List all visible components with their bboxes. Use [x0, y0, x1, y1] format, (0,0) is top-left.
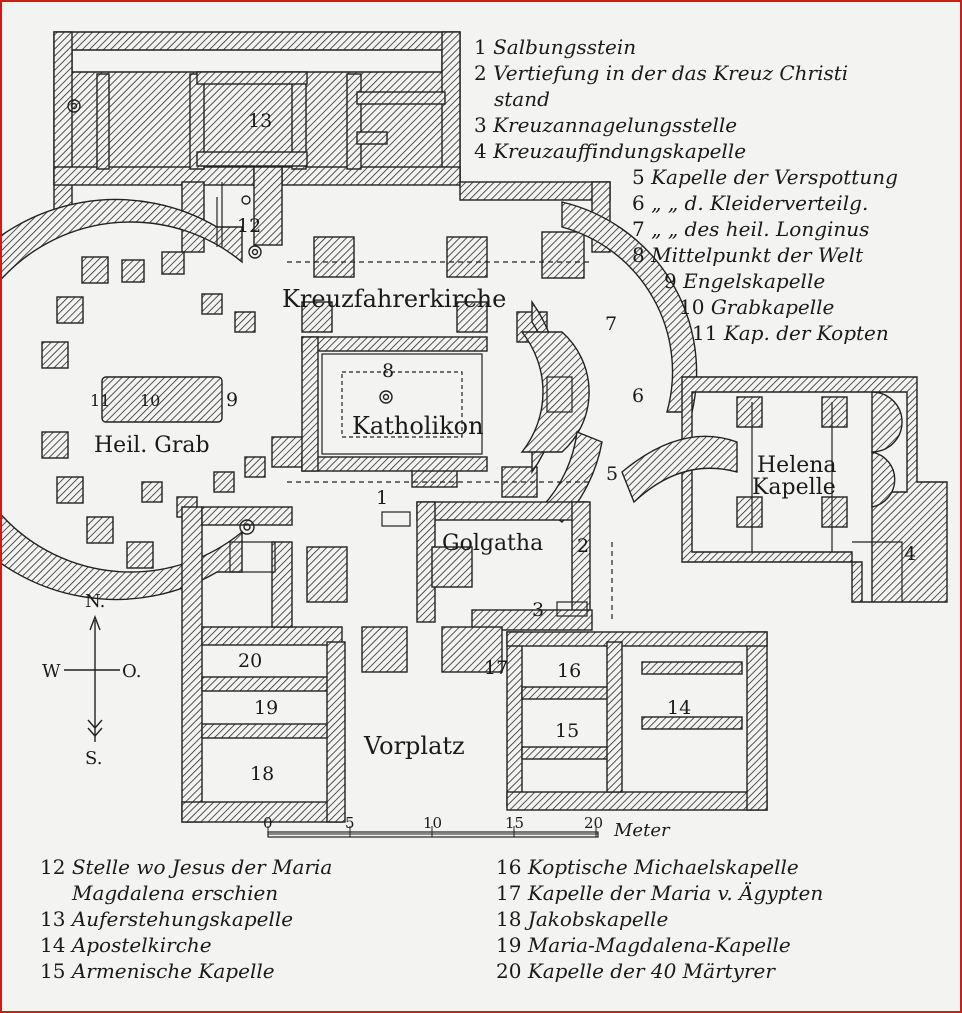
- legend-item: 1 Salbungsstein: [474, 35, 637, 59]
- plan-number: 13: [248, 110, 272, 132]
- legend-item: 14 Apostelkirche: [40, 933, 212, 957]
- legend-item: 17 Kapelle der Maria v. Ägypten: [496, 881, 824, 905]
- plan-number: 2: [577, 535, 589, 557]
- legend-item: 10 Grabkapelle: [679, 295, 835, 319]
- plan-number: 18: [250, 763, 274, 785]
- scale-tick: 15: [505, 814, 524, 832]
- legend-item: Magdalena erschien: [72, 881, 279, 905]
- markers: [67, 99, 393, 535]
- plan-number: 19: [254, 697, 278, 719]
- label-helena: Helena: [757, 453, 837, 478]
- legend-item: 8 Mittelpunkt der Welt: [632, 243, 864, 267]
- legend-item: 12 Stelle wo Jesus der Maria: [40, 855, 333, 879]
- plan-number: 1: [376, 487, 388, 509]
- plan-numbers: 1 2 3 4 5 6 7 8 9 10 11 12 13 14 15 16 1…: [90, 110, 916, 785]
- compass-south: S.: [85, 748, 102, 769]
- legend-item: 4 Kreuzauffindungskapelle: [474, 139, 747, 163]
- label-vorplatz: Vorplatz: [363, 732, 465, 760]
- plan-number: 10: [140, 391, 160, 410]
- plan-number: 3: [532, 599, 544, 621]
- plan-number: 15: [555, 720, 579, 742]
- interior-lines: [216, 182, 903, 622]
- scale-tick: 5: [345, 814, 355, 832]
- plan-number: 14: [667, 697, 691, 719]
- scale-tick: 20: [584, 814, 603, 832]
- legend-item: 7 „ „ des heil. Longinus: [632, 217, 870, 241]
- plan-number: 16: [557, 660, 581, 682]
- compass: N. S. W O.: [42, 591, 141, 769]
- label-kapelle: Kapelle: [752, 475, 836, 500]
- legend-item: 3 Kreuzannagelungsstelle: [474, 113, 738, 137]
- plan-number: 20: [238, 650, 262, 672]
- compass-north: N.: [85, 591, 105, 612]
- plan-number: 8: [382, 360, 394, 382]
- legend-item: 15 Armenische Kapelle: [40, 959, 275, 983]
- plan-number: 6: [632, 385, 644, 407]
- legend-bottom-right: 16 Koptische Michaelskapelle 17 Kapelle …: [496, 854, 823, 984]
- plan-number: 17: [484, 657, 508, 679]
- scale-bar: 0 5 10 15 20 Meter: [263, 814, 671, 841]
- south-feather-icon: [87, 719, 103, 738]
- legend-item: 9 Engelskapelle: [664, 269, 826, 293]
- legend-item: 18 Jakobskapelle: [496, 907, 669, 931]
- scale-tick: 10: [423, 814, 442, 832]
- walls: [2, 31, 948, 823]
- north-arrow-icon: [89, 615, 101, 631]
- plan-number: 5: [606, 463, 618, 485]
- label-heil-grab: Heil. Grab: [94, 433, 210, 458]
- plan-number: 12: [237, 215, 261, 237]
- legend-top: 1 Salbungsstein 2 Vertiefung in der das …: [474, 34, 898, 346]
- legend-item: 5 Kapelle der Verspottung: [632, 165, 898, 189]
- compass-east: O.: [122, 661, 141, 682]
- legend-bottom-left: 12 Stelle wo Jesus der Maria Magdalena e…: [40, 854, 332, 984]
- label-kreuzfahrerkirche: Kreuzfahrerkirche: [282, 285, 506, 313]
- legend-item: 16 Koptische Michaelskapelle: [496, 855, 799, 879]
- legend-item: 20 Kapelle der 40 Märtyrer: [496, 959, 775, 983]
- plan-number: 11: [90, 391, 110, 410]
- plan-number: 4: [904, 543, 916, 565]
- compass-west: W: [42, 661, 61, 682]
- label-golgatha: Golgatha: [442, 531, 543, 556]
- scale-tick: 0: [263, 814, 273, 832]
- legend-item: 13 Auferstehungskapelle: [40, 907, 294, 931]
- legend-item: stand: [494, 87, 550, 111]
- legend-item: 19 Maria-Magdalena-Kapelle: [496, 933, 791, 957]
- legend-item: 2 Vertiefung in der das Kreuz Christi: [474, 61, 849, 85]
- plan-labels: Kreuzfahrerkirche Katholikon Heil. Grab …: [94, 285, 837, 760]
- plan-number: 7: [605, 313, 617, 335]
- plan-number: 9: [226, 389, 238, 411]
- scale-unit: Meter: [613, 820, 671, 841]
- legend-item: 11 Kap. der Kopten: [692, 321, 889, 345]
- legend-item: 6 „ „ d. Kleiderverteilg.: [632, 191, 869, 215]
- label-katholikon: Katholikon: [352, 412, 484, 440]
